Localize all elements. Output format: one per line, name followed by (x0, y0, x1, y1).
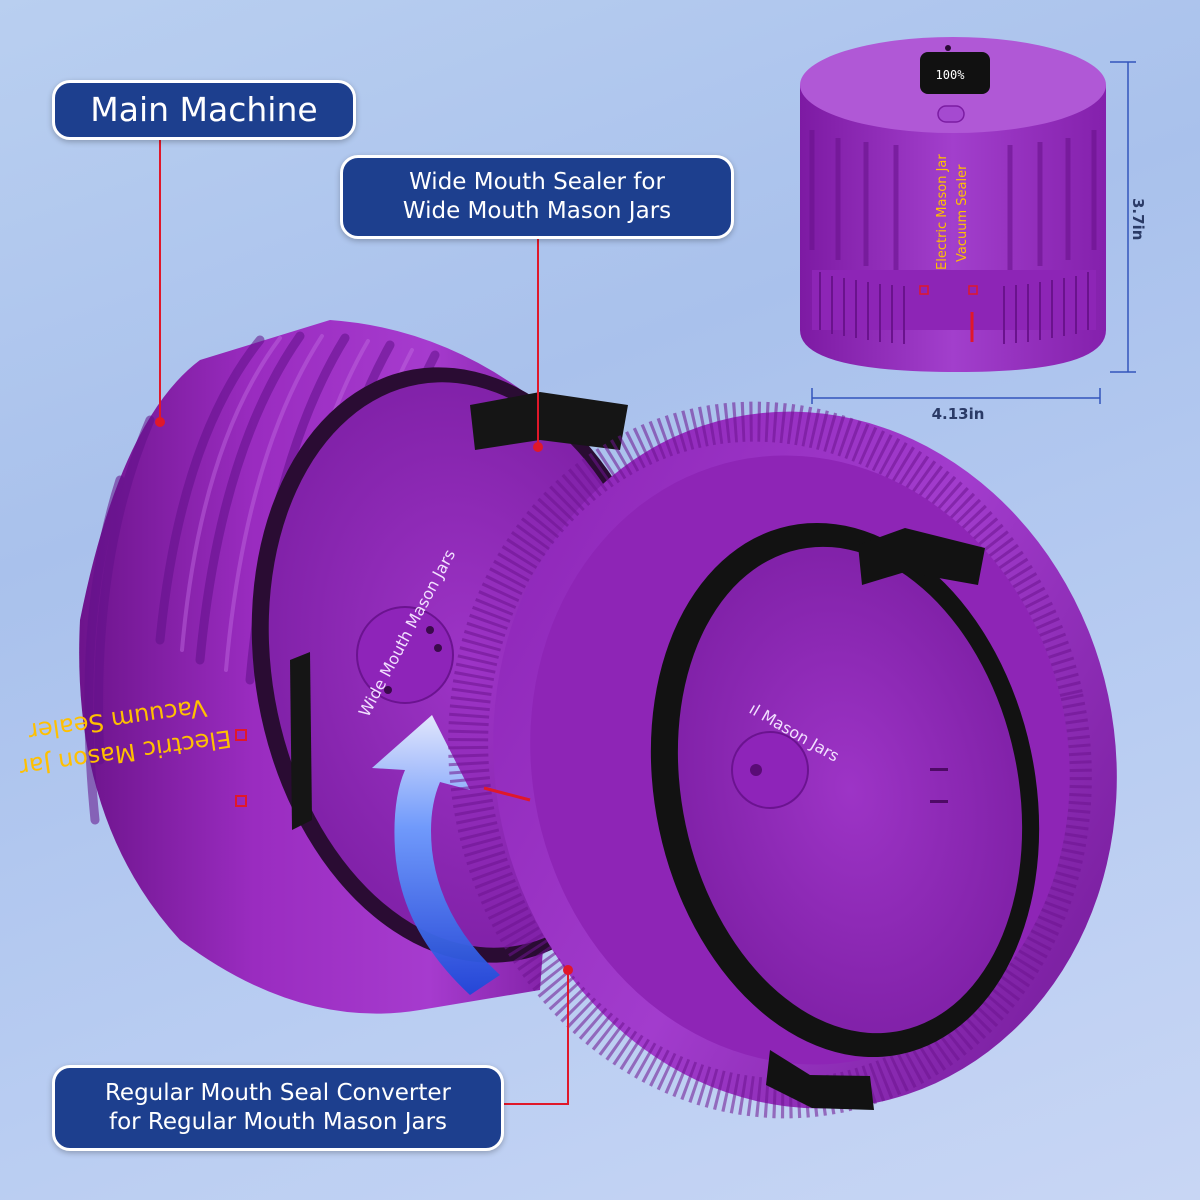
regular-mouth-label: Regular Mouth Seal Converter for Regular… (52, 1065, 504, 1151)
rotate-arrow-icon (372, 715, 500, 995)
lock-icon (968, 285, 978, 295)
wide-mouth-line2: Wide Mouth Mason Jars (402, 198, 672, 224)
regular-mouth-line1: Regular Mouth Seal Converter (104, 1080, 452, 1107)
leader-lines (155, 135, 573, 1105)
unlock-icon (919, 285, 929, 295)
wide-mouth-label: Wide Mouth Sealer for Wide Mouth Mason J… (340, 155, 734, 239)
height-dimension: 3.7in (1129, 198, 1147, 241)
unlock-icon (235, 795, 247, 807)
dimension-lines (811, 61, 1136, 404)
regular-mouth-converter: ıl Mason Jars (448, 401, 1117, 1119)
width-dimension: 4.13in (931, 405, 985, 423)
display-screen (920, 52, 990, 94)
thumbnail-brand-line1: Electric Mason Jar (935, 154, 950, 270)
main-machine-label: Main Machine (52, 80, 356, 140)
thumbnail-brand-line2: Vacuum Sealer (955, 164, 970, 262)
regular-mouth-line2: for Regular Mouth Mason Jars (108, 1109, 448, 1135)
power-icon (937, 105, 965, 123)
lock-icon (235, 729, 247, 741)
wide-mouth-line1: Wide Mouth Sealer for (409, 169, 665, 196)
product-thumbnail: 100% Electric Mason Jar Vacuum Sealer (800, 37, 1106, 372)
main-machine-text: Main Machine (90, 90, 318, 130)
display-reading: 100% (936, 68, 966, 82)
